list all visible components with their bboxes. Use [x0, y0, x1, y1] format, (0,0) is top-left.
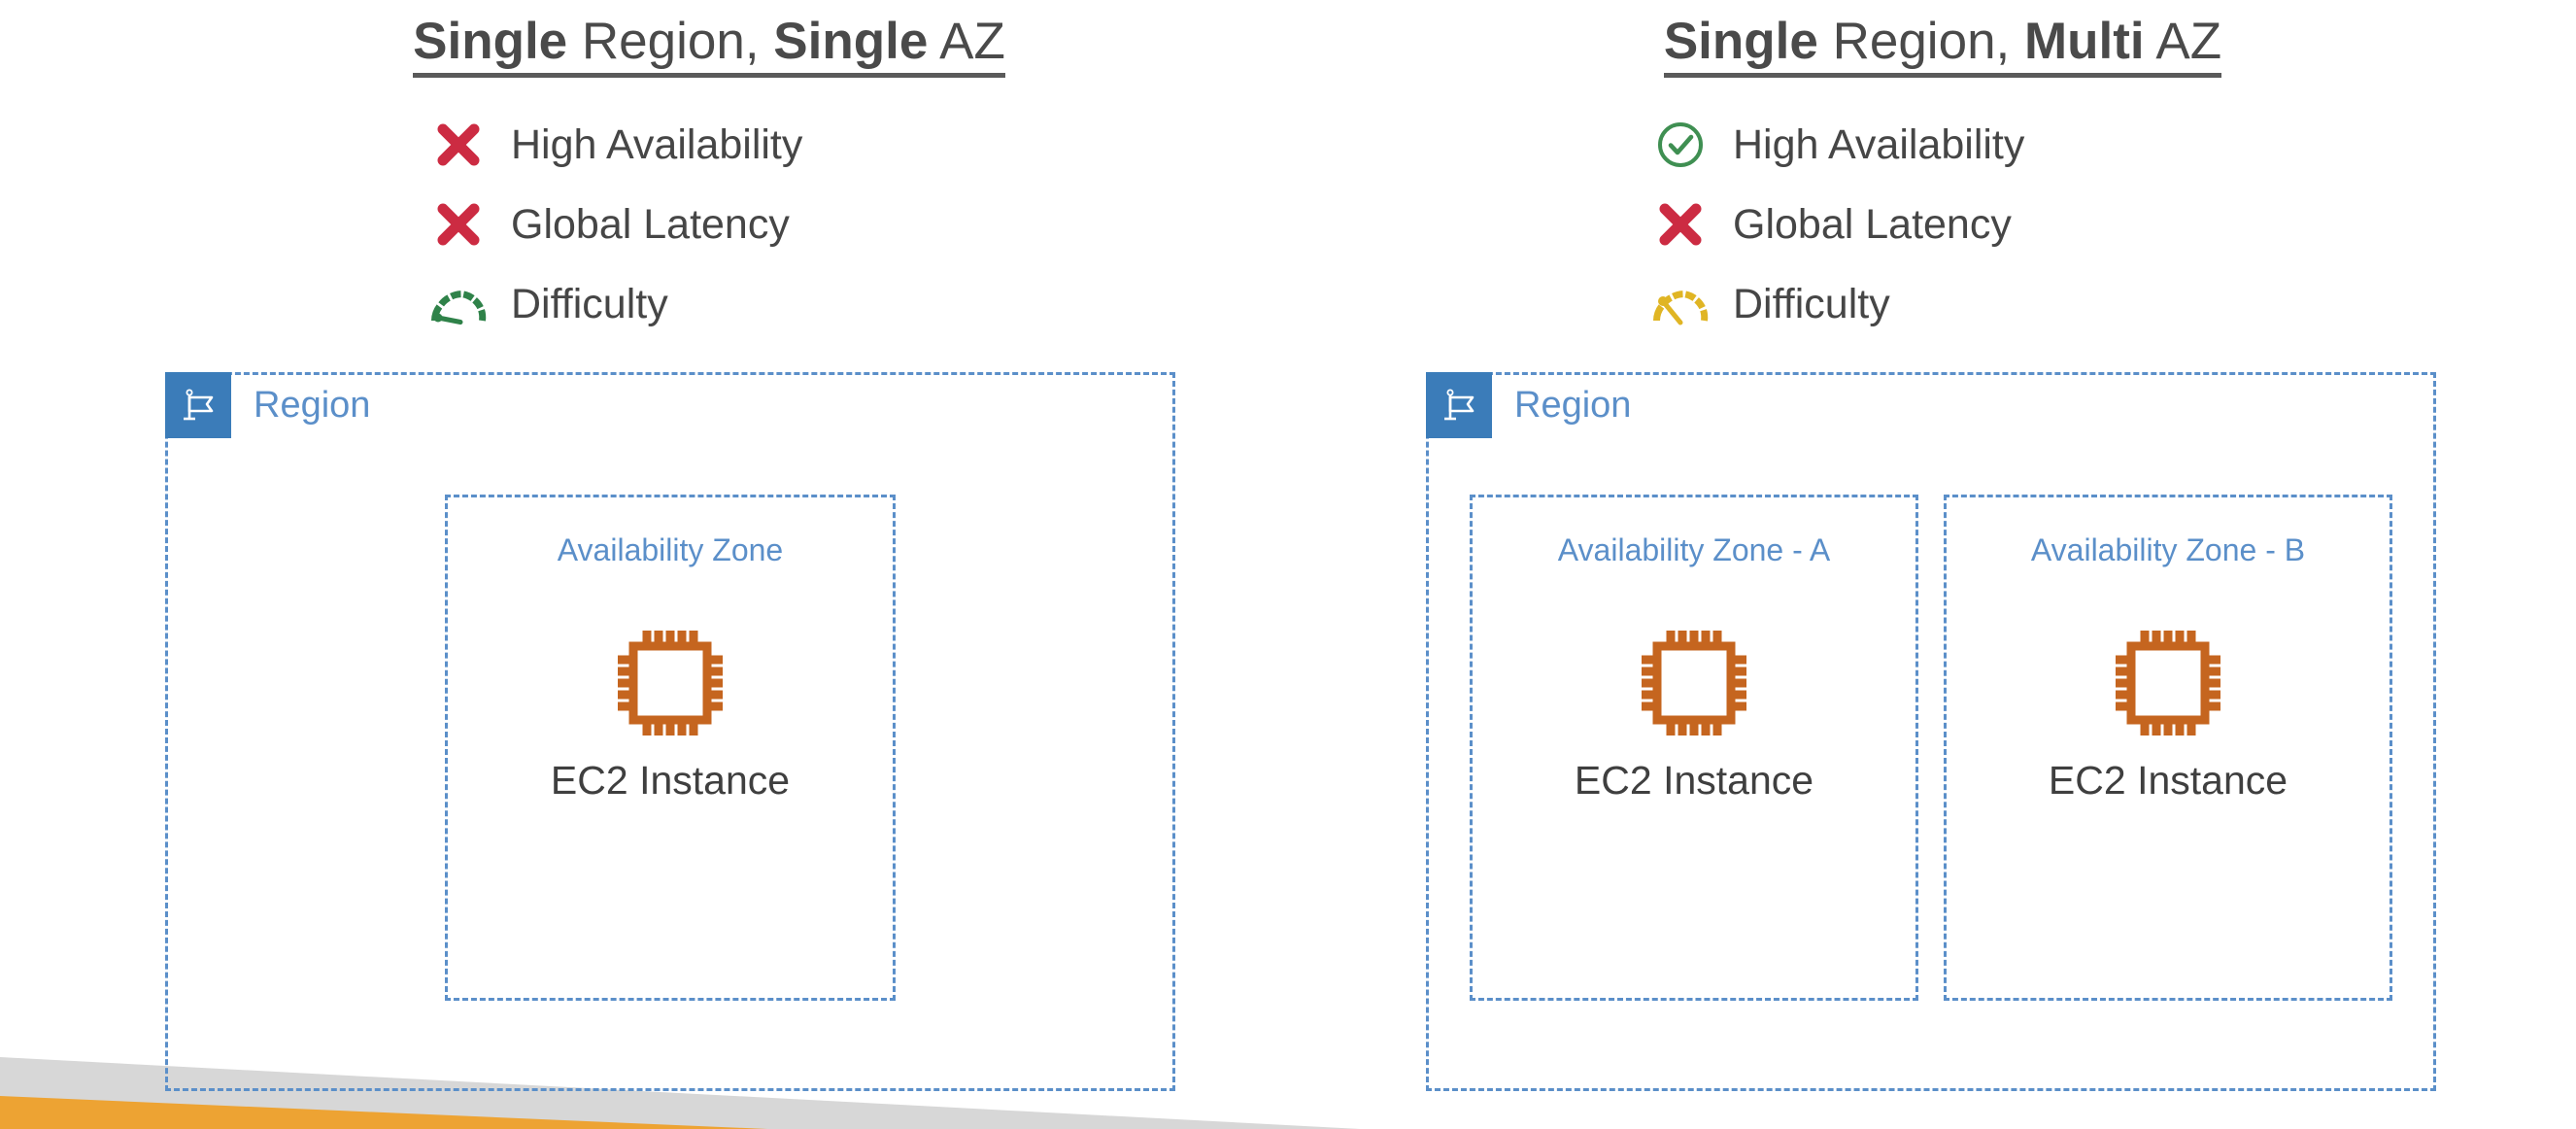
- availability-zone-box: Availability Zone: [445, 495, 896, 1001]
- availability-zone-row: Availability Zone - A: [1429, 495, 2433, 1088]
- scenario-column-single-az: Single Region, Single AZ High Availabili…: [19, 0, 1282, 1129]
- feature-list: High Availability Global Latency: [427, 105, 802, 344]
- page-title-part: AZ: [2144, 13, 2222, 70]
- availability-zone-row: Availability Zone: [168, 495, 1172, 1088]
- ec2-instance: EC2 Instance: [551, 621, 790, 804]
- page-title-part: Region,: [567, 13, 774, 70]
- ec2-instance: EC2 Instance: [1575, 621, 1813, 804]
- page-title-part: Region,: [1817, 13, 2024, 70]
- feature-list: High Availability Global Latency: [1649, 105, 2024, 344]
- page-title-part: Single: [1663, 13, 1818, 70]
- ec2-chip-icon: [608, 621, 732, 750]
- ec2-chip-icon: [1632, 621, 1756, 750]
- feature-label: Difficulty: [511, 280, 668, 327]
- feature-label: High Availability: [1733, 120, 2025, 168]
- check-circle-icon: [1649, 114, 1712, 176]
- page-title: Single Region, Multi AZ: [1379, 13, 2506, 79]
- page-title-part: Single: [773, 13, 929, 70]
- page-title-part: Single: [413, 13, 568, 70]
- region-label: Region: [1514, 385, 1632, 426]
- availability-zone-label: Availability Zone - A: [1557, 532, 1831, 567]
- ec2-instance: EC2 Instance: [2049, 621, 2288, 804]
- feature-label: Global Latency: [511, 200, 790, 248]
- region-container: Region Availability Zone: [165, 372, 1175, 1091]
- page-title-part: AZ: [928, 13, 1005, 70]
- gauge-icon: [427, 273, 490, 335]
- region-label: Region: [254, 385, 371, 426]
- feature-label: Difficulty: [1733, 280, 1890, 327]
- cross-icon: [427, 193, 490, 256]
- scenario-column-multi-az: Single Region, Multi AZ High Availabilit…: [1302, 0, 2564, 1129]
- availability-zone-label: Availability Zone: [557, 532, 784, 567]
- ec2-chip-icon: [2106, 621, 2230, 750]
- ec2-instance-label: EC2 Instance: [550, 758, 791, 803]
- availability-zone-box: Availability Zone - A: [1470, 495, 1918, 1001]
- cross-icon: [427, 114, 490, 176]
- availability-zone-label: Availability Zone - B: [2030, 532, 2306, 567]
- flag-icon: [165, 372, 231, 438]
- page-title: Single Region, Single AZ: [146, 13, 1272, 79]
- ec2-instance-label: EC2 Instance: [1574, 758, 1814, 803]
- ec2-instance-label: EC2 Instance: [2048, 758, 2288, 803]
- feature-row-difficulty: Difficulty: [1649, 264, 2024, 344]
- cross-icon: [1649, 193, 1712, 256]
- gauge-icon: [1649, 273, 1712, 335]
- feature-row-difficulty: Difficulty: [427, 264, 802, 344]
- feature-row-high-availability: High Availability: [1649, 105, 2024, 185]
- page-title-part: Multi: [2024, 13, 2145, 70]
- feature-label: Global Latency: [1733, 200, 2012, 248]
- feature-label: High Availability: [511, 120, 803, 168]
- feature-row-high-availability: High Availability: [427, 105, 802, 185]
- feature-row-global-latency: Global Latency: [1649, 185, 2024, 264]
- flag-icon: [1426, 372, 1492, 438]
- availability-zone-box: Availability Zone - B: [1944, 495, 2392, 1001]
- feature-row-global-latency: Global Latency: [427, 185, 802, 264]
- region-container: Region Availability Zone - A: [1426, 372, 2436, 1091]
